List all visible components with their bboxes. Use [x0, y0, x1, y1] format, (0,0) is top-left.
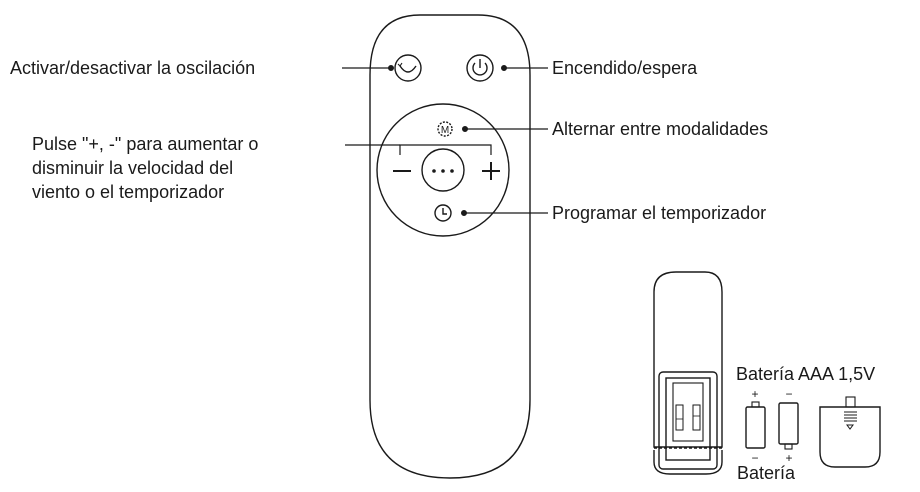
- speed-label-line2: disminuir la velocidad del: [32, 158, 234, 178]
- center-button[interactable]: [421, 148, 465, 192]
- timer-label: Programar el temporizador: [552, 203, 767, 223]
- timer-button[interactable]: [434, 204, 452, 222]
- battery-title-label: Batería AAA 1,5V: [736, 364, 876, 384]
- power-label: Encendido/espera: [552, 58, 698, 78]
- battery-left: + −: [745, 387, 766, 465]
- remote-body: [369, 14, 531, 479]
- mode-label: Alternar entre modalidades: [552, 119, 769, 139]
- mode-button[interactable]: M: [437, 121, 453, 137]
- battery-right-plus: +: [785, 451, 792, 465]
- speed-label-line3: viento o el temporizador: [32, 182, 225, 202]
- timer-icon: [442, 208, 447, 215]
- mode-icon: M: [441, 125, 449, 136]
- oscillation-button[interactable]: [394, 54, 422, 82]
- leader-lines: [342, 64, 548, 217]
- ellipsis-icon: [432, 169, 454, 173]
- battery-cover: [819, 396, 881, 468]
- control-ring: [376, 103, 510, 237]
- power-button[interactable]: [466, 54, 494, 82]
- battery-right: − +: [778, 387, 799, 465]
- speed-label-line1: Pulse "+, -" para aumentar o: [32, 134, 259, 154]
- power-icon: [472, 59, 488, 76]
- oscillation-label: Activar/desactivar la oscilación: [10, 58, 256, 78]
- battery-bottom-label: Batería: [737, 463, 796, 483]
- battery-left-plus: +: [751, 387, 758, 401]
- remote-back-view: [653, 271, 723, 475]
- plus-button[interactable]: [482, 162, 500, 180]
- oscillation-icon: [399, 65, 417, 73]
- battery-right-minus: −: [785, 387, 792, 401]
- battery-left-minus: −: [751, 451, 758, 465]
